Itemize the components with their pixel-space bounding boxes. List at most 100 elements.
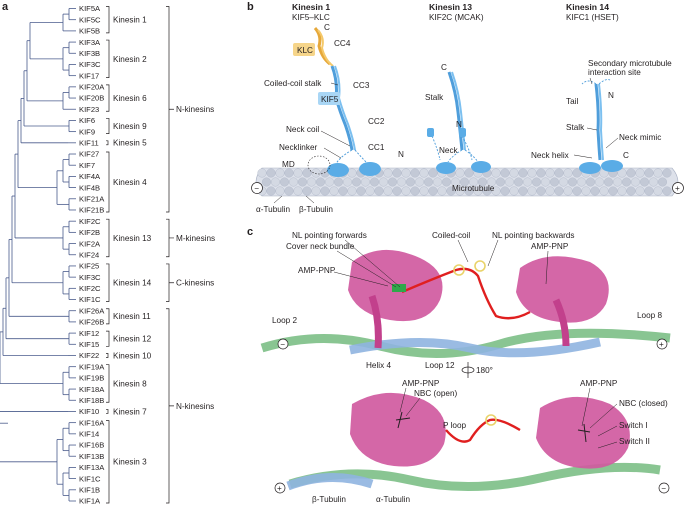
panel-b-label: b [247,1,254,13]
kinesin13-schematic: C Stalk N Neck [425,63,491,174]
family-label: Kinesin 10 [113,351,152,360]
gene-label: KIF16A [79,418,105,427]
gene-label: KIF2A [79,239,101,248]
switch2-label: Switch II [619,437,650,446]
phylogenetic-tree [0,8,76,502]
family-label: Kinesin 13 [113,234,152,243]
gene-label: KIF18A [79,385,105,394]
interaction-site-label: interaction site [588,68,641,77]
gene-label: KIF9 [79,127,95,136]
panel-c: c NL pointing forwards Cover neck bundle… [247,226,671,504]
family-bracket [106,218,110,258]
gene-label: KIF11 [79,139,99,148]
gene-labels: KIF5AKIF5CKIF5BKIF3AKIF3BKIF3CKIF17KIF20… [79,4,105,506]
family-label: Kinesin 1 [113,16,147,25]
kinesin13-title: Kinesin 13 [429,2,472,12]
family-bracket [106,364,110,403]
k14-stalk-label: Stalk [566,123,585,132]
p-loop-label: P loop [443,421,467,430]
gene-label: KIF21B [79,206,104,215]
gene-label: KIF4A [79,172,101,181]
loop2-label: Loop 2 [272,316,297,325]
neck-helix-label: Neck helix [531,151,569,160]
amp-pnp-label-top-right: AMP-PNP [531,242,569,251]
k1-n-terminus: N [398,150,404,159]
microtubule-label: Microtubule [452,184,495,193]
panel-b: b Kinesin 1 KIF5–KLC Kinesin 13 KIF2C (M… [247,1,684,214]
gene-label: KIF1C [79,295,101,304]
top-structure-row [260,249,671,358]
tail-label: Tail [566,97,578,106]
cover-neck-bundle-marker [392,284,406,292]
klc-label: KLC [297,46,313,55]
helix4-label: Helix 4 [366,361,391,370]
beta-tubulin-label: β-Tubulin [299,205,333,214]
rotation-indicator: 180° [461,362,493,378]
k14-c-terminus: C [623,151,629,160]
rotation-label: 180° [476,366,493,375]
top-plus-marker [656,338,668,350]
gene-label: KIF26A [79,306,105,315]
bottom-minus-symbol: − [661,484,666,493]
top-minus-symbol: − [280,340,285,349]
gene-label: KIF5C [79,15,101,24]
group-label: N-kinesins [176,402,214,411]
kinesin1-subtitle: KIF5–KLC [292,13,330,22]
gene-label: KIF21A [79,195,105,204]
gene-label: KIF3A [79,38,101,47]
gene-label: KIF2C [79,284,101,293]
bottom-structure-row [286,392,661,491]
neck-mimic-label: Neck mimic [619,133,661,142]
family-bracket [106,420,110,504]
md-label: MD [282,160,295,169]
cc4-label: CC4 [334,39,351,48]
microtubule-lattice [255,167,679,197]
top-minus-marker [277,338,289,350]
coiled-coil-stalk-label: Coiled-coil stalk [264,79,322,88]
switch1-label: Switch I [619,421,648,430]
gene-label: KIF14 [79,430,99,439]
gene-label: KIF7 [79,161,95,170]
gene-label: KIF17 [79,71,99,80]
gene-label: KIF13A [79,463,105,472]
kinesin1-schematic: KLC KIF5 C CC4 CC3 CC2 CC1 Coiled-coil s… [264,23,404,177]
family-label: Kinesin 12 [113,335,152,344]
bottom-plus-marker [274,482,286,494]
gene-label: KIF19B [79,374,104,383]
gene-label: KIF13B [79,452,104,461]
minus-end-marker [251,182,263,194]
klc-box [293,43,315,56]
family-label: Kinesin 11 [113,312,151,321]
family-label: Kinesin 9 [113,122,147,131]
gene-label: KIF4B [79,183,100,192]
bottom-plus-symbol: + [277,484,282,493]
gene-label: KIF19A [79,362,105,371]
nl-forwards-label: NL pointing forwards [292,231,367,240]
family-bracket [106,330,110,347]
group-bracket [166,263,174,302]
neck-linker-path-bottom [445,418,521,443]
gene-label: KIF18B [79,396,104,405]
beta-tubulin-label-c: β-Tubulin [312,495,346,504]
coiled-coil-label: Coiled-coil [432,231,470,240]
gene-label: KIF1C [79,474,101,483]
k13-n-terminus: N [456,120,462,129]
gene-label: KIF3C [79,60,101,69]
cc2-label: CC2 [368,117,385,126]
amp-pnp-label-bottom-right: AMP-PNP [580,379,618,388]
gene-label: KIF12 [79,329,99,338]
family-bracket [106,84,110,112]
panel-a-label: a [2,1,9,13]
kif5-label: KIF5 [321,95,339,104]
family-bracket [106,353,109,358]
neck-coil-label: Neck coil [286,125,319,134]
gene-label: KIF27 [79,150,99,159]
k13-stalk-label: Stalk [425,93,444,102]
group-label: N-kinesins [176,105,214,114]
family-label: Kinesin 3 [113,458,147,467]
k13-c-terminus: C [441,63,447,72]
gene-label: KIF20B [79,94,104,103]
